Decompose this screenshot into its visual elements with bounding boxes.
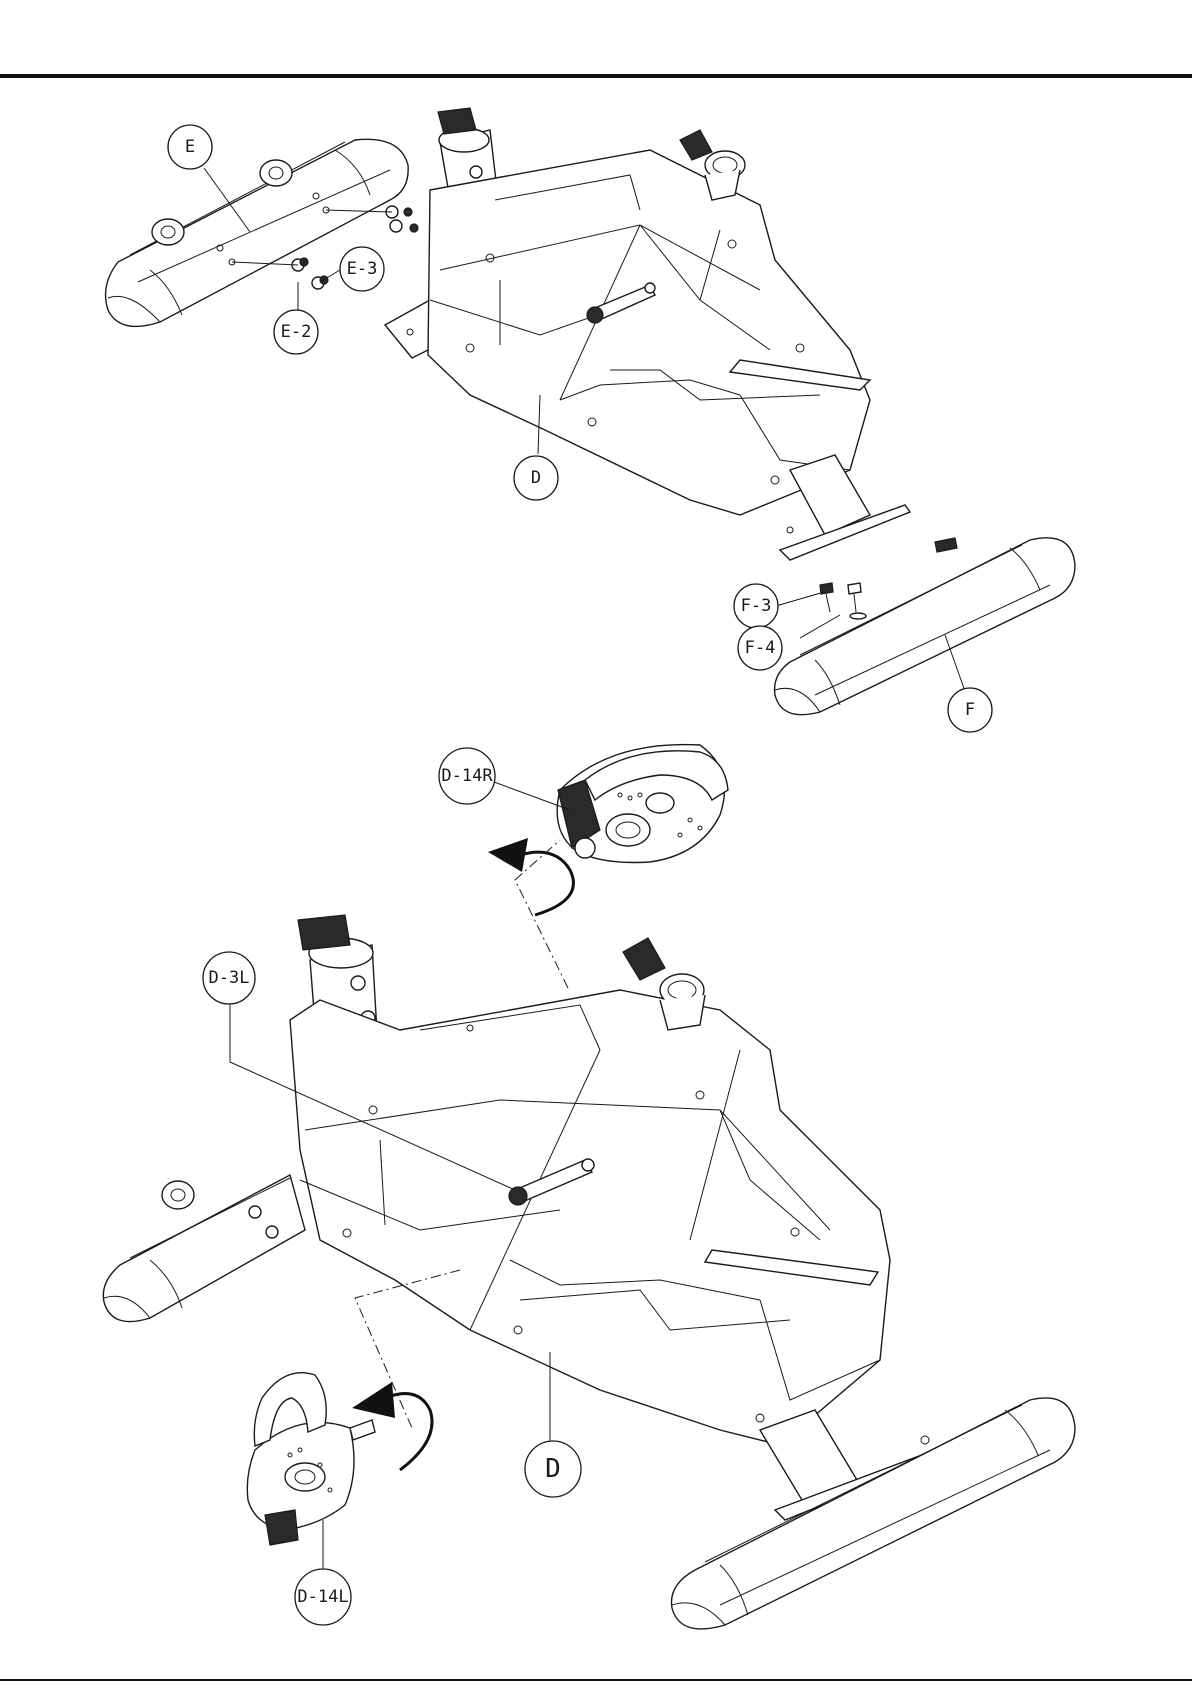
callout-d-top: D	[514, 456, 558, 500]
callout-e-2: E-2	[274, 310, 318, 354]
right-pedal-d-14r	[557, 745, 728, 863]
bottom-assembly: D-14R D-3L D D-14L	[103, 745, 1075, 1629]
svg-text:D-14R: D-14R	[441, 766, 493, 786]
callout-e-3: E-3	[340, 247, 384, 291]
callout-e: E	[168, 125, 212, 169]
rotation-arrow-right	[488, 838, 573, 915]
callout-f-4: F-4	[738, 626, 782, 670]
svg-text:F: F	[965, 700, 975, 720]
callout-d-14r: D-14R	[439, 748, 495, 804]
main-frame-d-bottom	[290, 915, 940, 1520]
svg-text:D-3L: D-3L	[209, 968, 250, 988]
svg-text:E: E	[185, 137, 195, 157]
svg-text:F-3: F-3	[741, 596, 772, 616]
left-pedal-d-14l	[247, 1373, 375, 1545]
rear-stabilizer-e	[106, 139, 418, 326]
callout-f-3: F-3	[734, 584, 778, 628]
rear-stabilizer-bottom	[103, 1175, 305, 1322]
svg-text:E-2: E-2	[281, 322, 312, 342]
callout-f: F	[948, 688, 992, 732]
svg-text:D-14L: D-14L	[297, 1587, 348, 1607]
svg-text:F-4: F-4	[745, 638, 776, 658]
callout-d-14l: D-14L	[295, 1569, 351, 1625]
svg-text:D: D	[531, 468, 541, 488]
top-assembly: E E-3 E-2 D F-3 F-4 F	[106, 108, 1075, 732]
svg-text:D: D	[545, 1454, 561, 1484]
svg-text:E-3: E-3	[347, 259, 378, 279]
callout-d-bottom: D	[525, 1441, 581, 1497]
main-frame-d-top	[385, 108, 910, 560]
callout-d-3l: D-3L	[203, 952, 255, 1004]
